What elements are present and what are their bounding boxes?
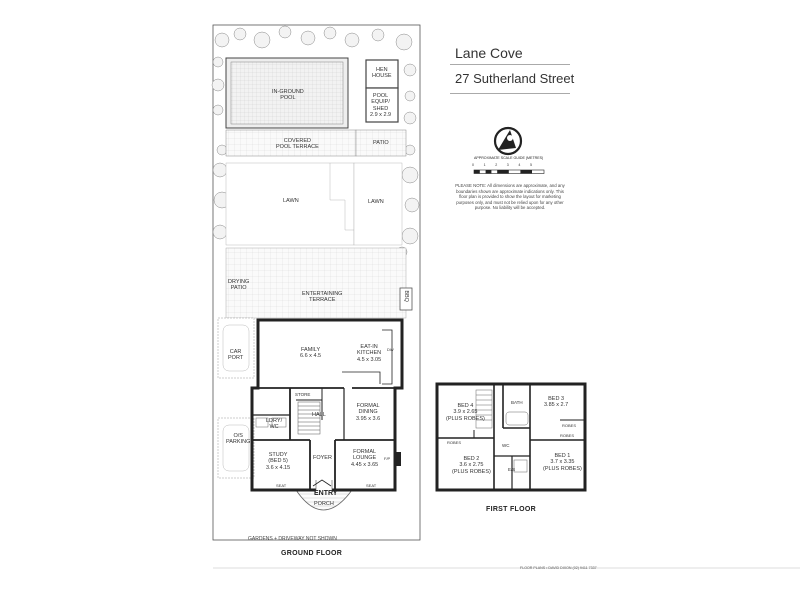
lounge-label: FORMAL LOUNGE 4.45 x 3.65 — [351, 449, 379, 468]
entry-label: ENTRY — [314, 490, 338, 497]
shrub — [344, 32, 360, 48]
dw-label: DW — [387, 347, 394, 352]
dining-label: FORMAL DINING 3.95 x 3.6 — [356, 403, 381, 422]
bed3-label: BED 3 3.85 x 2.7 — [544, 396, 569, 409]
title-divider — [450, 64, 570, 65]
credit-text: FLOOR PLANS • DAVID DIXON (02) 9411 7337 — [520, 566, 597, 570]
scale-title: APPROXIMATE SCALE GUIDE (METRES) — [474, 156, 544, 160]
scale-bar — [473, 169, 545, 174]
fireplace-label: F/P — [384, 456, 391, 461]
seat-right-label: SEAT — [366, 483, 377, 488]
gardens-note: GARDENS + DRIVEWAY NOT SHOWN — [248, 536, 337, 542]
wc-label: WC — [502, 443, 510, 448]
ensuite-label: E/S — [508, 467, 516, 472]
shrub — [216, 144, 228, 156]
shrub — [300, 30, 316, 46]
shrub — [401, 227, 419, 245]
shrub — [253, 31, 271, 49]
shrub — [212, 162, 228, 178]
pool-equip-label: POOL EQUIP/ SHED 2.9 x 2.9 — [370, 93, 392, 118]
bbq-label: BBQ — [402, 290, 409, 302]
north-arrow-icon — [493, 126, 523, 156]
robes-left-label: ROBES — [447, 440, 462, 445]
address-title: 27 Sutherland Street — [455, 71, 575, 86]
drying-patio-label: DRYING PATIO — [228, 279, 250, 292]
first-floor-title: FIRST FLOOR — [486, 506, 536, 513]
robes-right-top-label: ROBES — [562, 423, 577, 428]
shrub — [278, 25, 292, 39]
hen-house-label: HEN HOUSE — [372, 67, 392, 80]
study-label: STUDY (BED 5) 3.6 x 4.15 — [266, 452, 291, 471]
ldry-label: LDRY/ WC — [266, 418, 283, 431]
shrub — [403, 63, 417, 77]
bed1-label: BED 1 3.7 x 3.35 (PLUS ROBES) — [543, 453, 582, 472]
scale-tick-label: 2 — [495, 163, 498, 167]
robes-right-bottom-label: ROBES — [560, 433, 575, 438]
patio-label: PATIO — [373, 140, 389, 146]
porch-label: PORCH — [314, 501, 334, 507]
ground-floor-title: GROUND FLOOR — [281, 550, 343, 557]
family-label: FAMILY 6.6 x 4.5 — [300, 347, 322, 360]
shrub — [404, 144, 416, 156]
suburb-title: Lane Cove — [455, 45, 523, 61]
car-port-label: CAR PORT — [228, 349, 244, 362]
bed2-label: BED 2 3.6 x 2.75 (PLUS ROBES) — [452, 456, 491, 475]
shrub — [212, 104, 224, 116]
shrub — [233, 27, 247, 41]
bed4-label: BED 4 3.9 x 2.65 (PLUS ROBES) — [446, 403, 485, 422]
shrub — [401, 166, 419, 184]
covered-terrace-label: COVERED POOL TERRACE — [276, 138, 319, 151]
scale-tick-label: 5 — [530, 163, 532, 167]
pool-shed — [365, 87, 399, 123]
shrub — [395, 33, 413, 51]
shrub — [212, 224, 228, 240]
os-parking-label: O/S PARKING — [226, 433, 251, 446]
shrub — [403, 111, 417, 125]
lawn-left-label: LAWN — [283, 198, 299, 204]
lawn-right-label: LAWN — [368, 199, 384, 205]
hall-label: HALL — [312, 412, 326, 418]
bath-label: BATH — [511, 400, 523, 405]
seat-left-label: SEAT — [276, 483, 287, 488]
store-label: STORE — [295, 392, 311, 397]
address-divider — [450, 93, 570, 94]
shrub — [211, 78, 225, 92]
scale-tick-label: 3 — [506, 163, 509, 167]
shrub — [404, 90, 416, 102]
entertaining-label: ENTERTAINING TERRACE — [302, 291, 343, 304]
pool-label: IN-GROUND POOL — [272, 89, 304, 102]
scale-tick-label: 0 — [472, 163, 474, 167]
lot-boundary — [212, 24, 421, 541]
kitchen-label: EAT-IN KITCHEN 4.5 x 3.05 — [357, 344, 382, 363]
first-floor-drawing — [435, 382, 587, 492]
shrub — [212, 56, 224, 68]
scale-tick-label: 1 — [483, 163, 486, 167]
scale-tick-label: 4 — [518, 163, 521, 167]
disclaimer: PLEASE NOTE: All dimensions are approxim… — [455, 183, 565, 211]
shrub — [404, 197, 420, 213]
shrub — [371, 28, 385, 42]
shrub — [214, 32, 230, 48]
foyer-label: FOYER — [313, 455, 332, 461]
shrub — [323, 26, 337, 40]
